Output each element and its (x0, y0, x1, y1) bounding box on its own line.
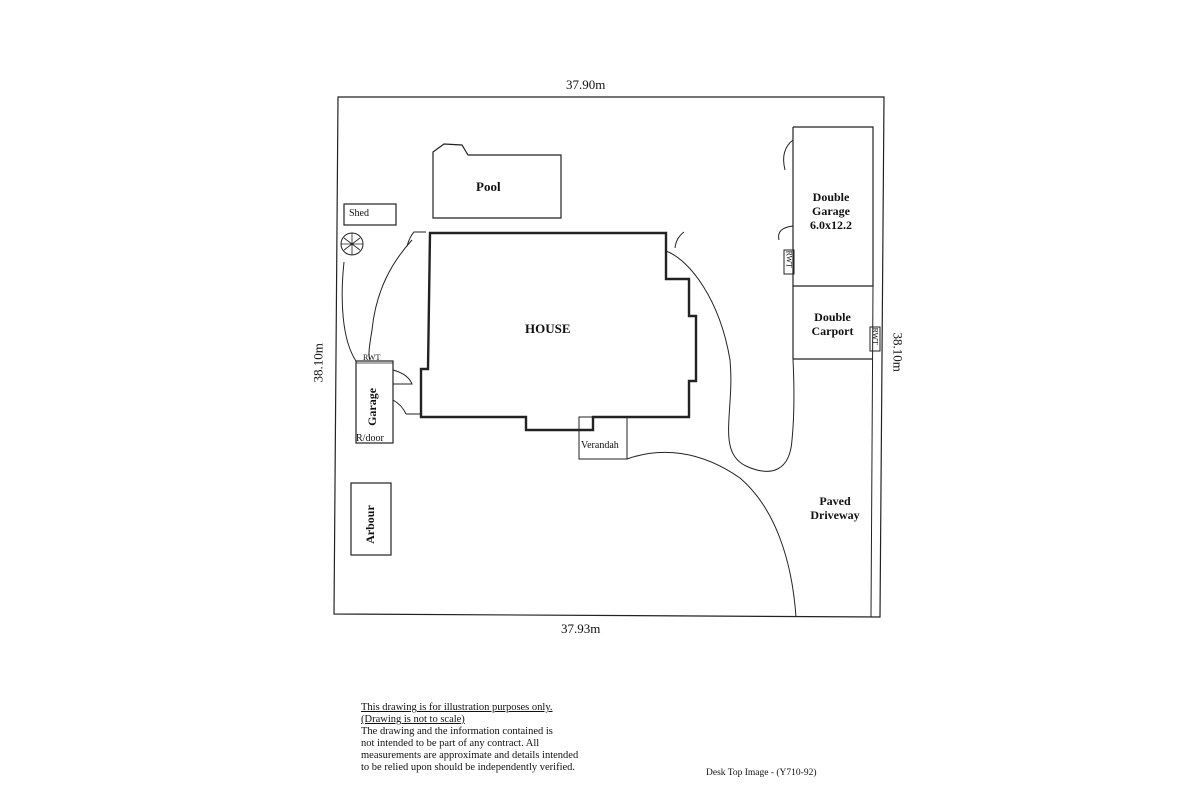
garage-door-arc-bottom (778, 225, 794, 241)
small-garage-outline (355, 360, 394, 444)
pool-outline (432, 143, 562, 219)
gate-right (674, 231, 685, 249)
paved-line1: Paved (819, 494, 851, 508)
shed-outline (343, 203, 397, 226)
tree-symbol (340, 232, 364, 256)
paved-line2: Driveway (810, 508, 860, 522)
verandah-outline (578, 416, 628, 460)
r-door-label: R/door (356, 433, 384, 444)
disclaimer-block: This drawing is for illustration purpose… (361, 702, 611, 774)
small-garage-door-arc (392, 369, 413, 385)
document-sheet (265, 0, 935, 800)
bottom-dimension: 37.93m (561, 621, 601, 636)
double-carport-label: Double Carport (805, 310, 860, 338)
arbour-label: Arbour (363, 505, 378, 544)
double-garage-outline (792, 126, 874, 287)
right-boundary-inner-line (870, 285, 874, 618)
double-garage-line2: Garage (812, 204, 850, 218)
double-carport-line1: Double (814, 310, 851, 324)
property-boundary (333, 96, 885, 618)
right-dimension: 38.10m (890, 332, 906, 372)
rwt-small-garage-label: RWT (363, 353, 381, 362)
house-outline (419, 231, 698, 432)
shed-label: Shed (349, 208, 369, 219)
rwt-boundary-label: RWT (870, 327, 880, 345)
verandah-label: Verandah (581, 440, 619, 451)
disclaimer-line-1: This drawing is for illustration purpose… (361, 702, 553, 713)
rwt-tank-garage (783, 249, 795, 275)
driveway-lower-path (626, 451, 797, 618)
double-carport-line2: Carport (811, 324, 854, 338)
disclaimer-line-2: (Drawing is not to scale) (361, 714, 465, 725)
double-garage-line1: Double (812, 190, 850, 204)
double-garage-label: Double Garage 6.0x12.2 (801, 190, 861, 232)
double-garage-line3: 6.0x12.2 (810, 218, 852, 232)
disclaimer-line-4: not intended to be part of any contract.… (361, 738, 540, 749)
driveway-path (665, 250, 795, 472)
garage-door-arc-top (783, 139, 794, 171)
left-dimension: 38.10m (310, 343, 326, 383)
garage-label: Garage (365, 387, 380, 426)
top-dimension: 37.90m (566, 77, 606, 92)
rwt-garage-side-label: RWT (784, 250, 794, 268)
paved-driveway-label: Paved Driveway (804, 494, 866, 522)
pool-label: Pool (476, 179, 501, 194)
disclaimer-line-5: measurements are approximate and details… (361, 750, 579, 761)
small-garage-door-arc-2 (392, 399, 407, 415)
disclaimer-line-3: The drawing and the information containe… (361, 726, 553, 737)
disclaimer-line-6: to be relied upon should be independentl… (361, 762, 576, 773)
garden-path (341, 239, 413, 362)
arbour-outline (350, 482, 392, 556)
image-reference: Desk Top Image - (Y710-92) (706, 768, 817, 778)
gate-left (406, 231, 426, 247)
house-label: HOUSE (525, 321, 571, 336)
rwt-tank-boundary (869, 326, 881, 352)
